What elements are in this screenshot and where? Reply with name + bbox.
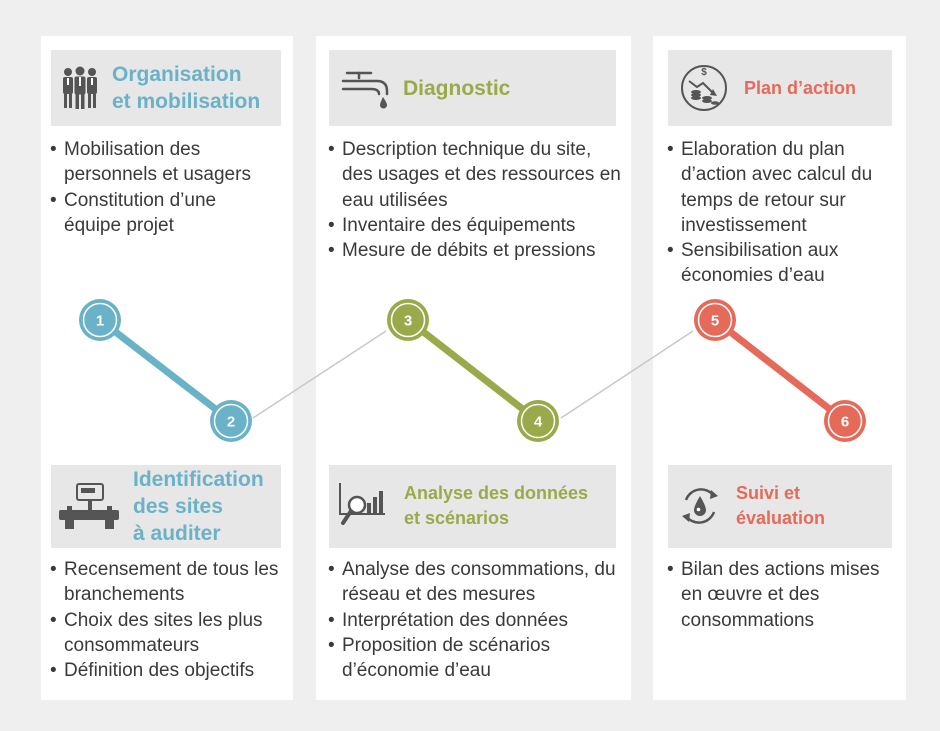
- list-item: Définition des objectifs: [50, 658, 288, 684]
- money-savings-icon: $: [681, 65, 727, 111]
- list-item: Proposition de scénarios d’économie d’ea…: [328, 633, 626, 684]
- magnifier-chart-icon: [339, 483, 385, 525]
- stage-1-title: Organisation et mobilisation: [112, 63, 261, 113]
- list-item: Choix des sites les plus consommateurs: [50, 608, 288, 659]
- step-2-number: 2: [227, 414, 235, 431]
- list-item: Mobilisation des personnels et usagers: [50, 137, 278, 188]
- stage-6-bullets: Bilan des actions mises en œuvre et des …: [667, 557, 901, 633]
- list-item: Recensement de tous les branchements: [50, 557, 288, 608]
- step-4-number: 4: [534, 414, 543, 431]
- stage-5-title: Plan d’action: [744, 78, 857, 98]
- step-6: 6: [824, 400, 866, 442]
- stage-2-bullets: Recensement de tous les branchements Cho…: [50, 557, 288, 684]
- connector-lines: [252, 330, 694, 419]
- stage-3-bullets: Description technique du site, des usage…: [328, 137, 626, 264]
- step-1-number: 1: [96, 313, 104, 330]
- list-item: Interprétation des données: [328, 608, 626, 634]
- svg-text:$: $: [701, 67, 707, 78]
- people-group-icon: [63, 66, 97, 109]
- list-item: Inventaire des équipements: [328, 213, 626, 239]
- stage-2-title: Identification des sites à auditer: [133, 468, 264, 545]
- segment-5-6: [712, 317, 848, 424]
- stage-4-title: Analyse des données et scénarios: [404, 483, 589, 528]
- faucet-drop-icon: [341, 71, 389, 109]
- step-3-number: 3: [404, 313, 412, 330]
- stage-1-bullets: Mobilisation des personnels et usagers C…: [50, 137, 278, 238]
- step-2: 2: [210, 400, 252, 442]
- step-5: 5: [694, 299, 736, 341]
- stage-3-header: Diagnostic: [329, 50, 616, 126]
- list-item: Mesure de débits et pressions: [328, 238, 626, 264]
- segment-lines: [97, 317, 848, 424]
- stage-6-header: Suivi et évaluation: [668, 465, 892, 548]
- list-item: Constitution d’une équipe projet: [50, 188, 278, 239]
- stage-4-bullets: Analyse des consommations, du réseau et …: [328, 557, 626, 683]
- step-3: 3: [387, 299, 429, 341]
- stage-5-header: $ Plan d’action: [668, 50, 892, 126]
- stage-2-header: Identification des sites à auditer: [51, 465, 281, 548]
- cycle-drop-icon: [682, 488, 718, 524]
- stage-3-title: Diagnostic: [403, 77, 511, 100]
- stage-4-header: Analyse des données et scénarios: [329, 465, 616, 548]
- segment-3-4: [405, 317, 541, 424]
- list-item: Elaboration du plan d’action avec calcul…: [667, 137, 901, 238]
- list-item: Sensibilisation aux économies d’eau: [667, 238, 901, 289]
- step-6-number: 6: [841, 414, 849, 431]
- stage-1-header: Organisation et mobilisation: [51, 50, 281, 126]
- connector-4-5: [560, 330, 694, 419]
- step-5-number: 5: [711, 313, 719, 330]
- water-meter-pipe-icon: [59, 483, 119, 529]
- list-item: Analyse des consommations, du réseau et …: [328, 557, 626, 608]
- segment-1-2: [97, 317, 234, 424]
- list-item: Bilan des actions mises en œuvre et des …: [667, 557, 901, 633]
- stage-6-title: Suivi et évaluation: [736, 483, 826, 528]
- stage-5-bullets: Elaboration du plan d’action avec calcul…: [667, 137, 901, 289]
- step-1: 1: [79, 299, 121, 341]
- step-4: 4: [517, 400, 559, 442]
- connector-2-3: [252, 330, 387, 419]
- list-item: Description technique du site, des usage…: [328, 137, 626, 213]
